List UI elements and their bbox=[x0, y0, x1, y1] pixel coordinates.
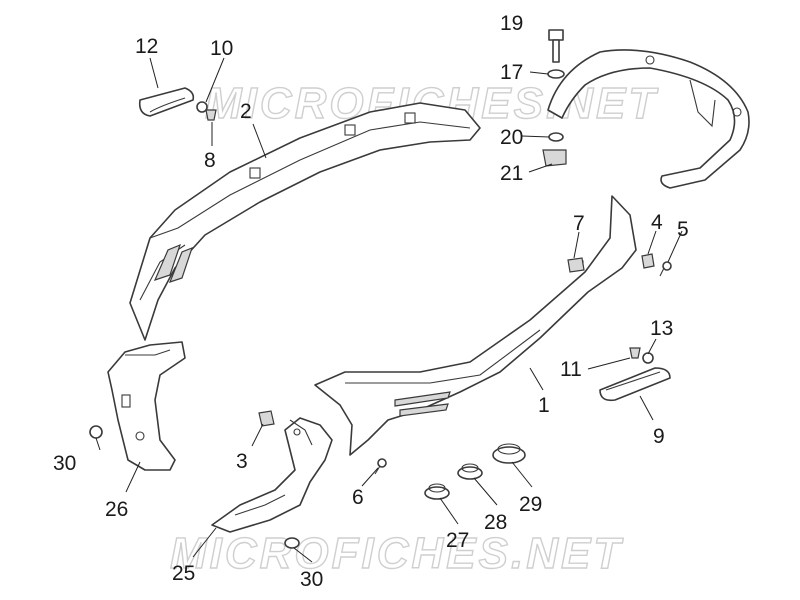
part-25-lower-trim-panel bbox=[211, 417, 333, 533]
callout-3: 3 bbox=[236, 450, 248, 473]
part-3-clip bbox=[258, 410, 275, 427]
part-27-bushing bbox=[424, 483, 450, 500]
part-29-bushing bbox=[492, 443, 526, 464]
callout-labels: 12 10 8 2 19 17 20 21 7 4 5 13 11 1 9 30… bbox=[53, 12, 689, 591]
callout-10: 10 bbox=[210, 37, 233, 60]
part-1-lower-side-cover bbox=[314, 195, 637, 456]
callout-19: 19 bbox=[500, 12, 523, 35]
part-26-inner-panel bbox=[107, 341, 186, 471]
callout-17: 17 bbox=[500, 61, 523, 84]
part-10-washer bbox=[196, 101, 208, 113]
part-30-grommet-left bbox=[89, 425, 103, 439]
rear-grab-rail bbox=[547, 49, 750, 189]
part-7-clip bbox=[567, 257, 585, 273]
part-9-reflector bbox=[599, 367, 671, 402]
callout-12: 12 bbox=[135, 35, 158, 58]
callout-4: 4 bbox=[651, 211, 663, 234]
callout-6: 6 bbox=[352, 486, 364, 509]
callout-8: 8 bbox=[204, 149, 216, 172]
watermark-bottom: MICROFICHES.NET bbox=[170, 529, 623, 578]
callout-29: 29 bbox=[519, 493, 542, 516]
callout-2: 2 bbox=[240, 100, 252, 123]
callout-28: 28 bbox=[484, 511, 507, 534]
part-6-screw bbox=[374, 458, 387, 475]
part-13-washer bbox=[642, 352, 654, 364]
part-8-clip bbox=[205, 109, 217, 121]
callout-20: 20 bbox=[500, 126, 523, 149]
callout-30-bottom: 30 bbox=[300, 568, 323, 591]
callout-21: 21 bbox=[500, 162, 523, 185]
callout-25: 25 bbox=[172, 562, 195, 585]
part-30-grommet-bottom bbox=[284, 537, 300, 549]
part-4-clip-nut bbox=[641, 253, 655, 269]
callout-27: 27 bbox=[446, 529, 469, 552]
part-17-washer bbox=[547, 69, 565, 79]
part-5-screw bbox=[659, 261, 672, 277]
leader-lines bbox=[95, 57, 683, 563]
callout-1: 1 bbox=[538, 394, 550, 417]
callout-9: 9 bbox=[653, 425, 665, 448]
callout-11: 11 bbox=[560, 358, 582, 381]
part-28-bushing bbox=[457, 463, 483, 480]
part-21-nut bbox=[542, 149, 567, 167]
callout-7: 7 bbox=[573, 212, 585, 235]
callout-13: 13 bbox=[650, 317, 673, 340]
part-20-washer bbox=[548, 132, 564, 142]
callout-5: 5 bbox=[677, 218, 689, 241]
callout-26: 26 bbox=[105, 498, 128, 521]
callout-30-left: 30 bbox=[53, 452, 76, 475]
part-2-upper-side-cover bbox=[129, 102, 481, 341]
part-19-bolt bbox=[548, 29, 564, 63]
part-12-reflector bbox=[138, 87, 195, 117]
part-11-clip bbox=[629, 347, 641, 359]
